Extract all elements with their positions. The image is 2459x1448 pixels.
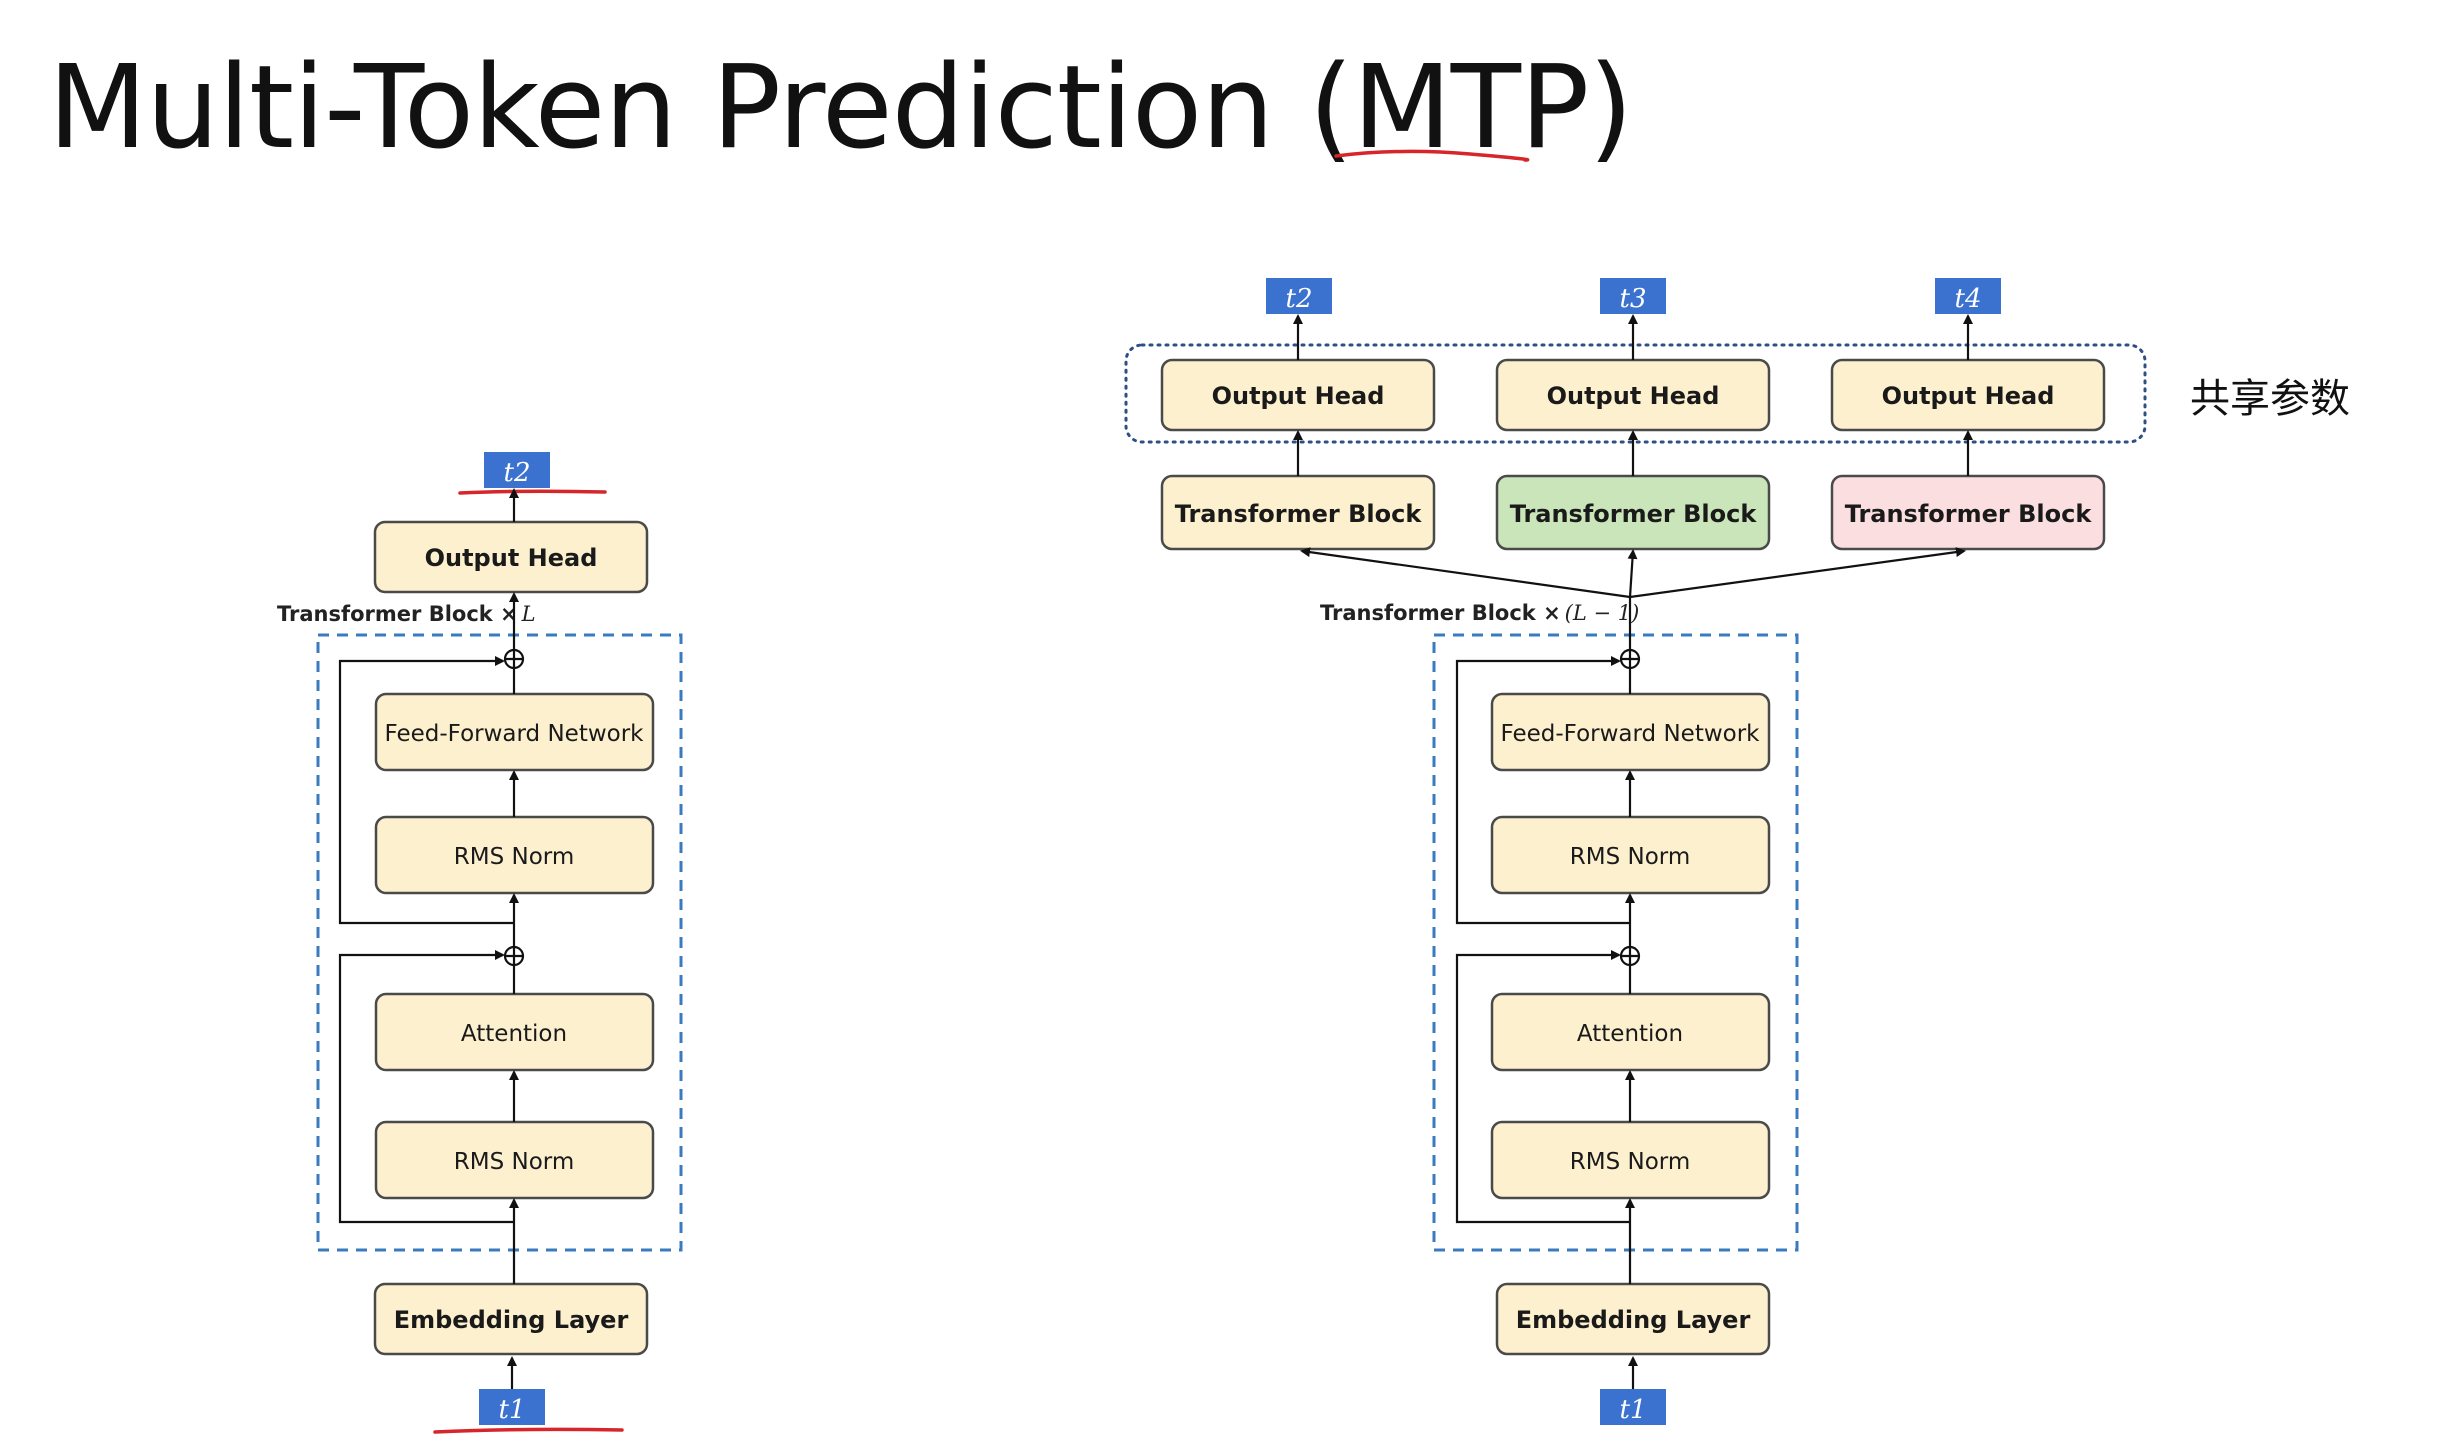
left-rmsnorm-top-label: RMS Norm xyxy=(454,844,574,870)
right-output-head-2-label: Output Head xyxy=(1547,382,1720,410)
right-transformer-block-2-label: Transformer Block xyxy=(1510,500,1758,528)
left-output-head: Output Head xyxy=(373,520,649,594)
right-output-head-3: Output Head xyxy=(1830,358,2106,432)
right-attention-label: Attention xyxy=(1577,1021,1683,1047)
right-transformer-block-3-label: Transformer Block xyxy=(1845,500,2093,528)
right-output-token-3: t4 xyxy=(1935,278,2001,314)
right-diagram: t2 t3 t4 Output Head Output Head Output … xyxy=(1124,278,2350,1425)
right-input-token-label: t1 xyxy=(1620,1395,1647,1425)
right-ffn: Feed-Forward Network xyxy=(1490,692,1771,772)
right-transformer-block-1-label: Transformer Block xyxy=(1175,500,1423,528)
right-transformer-block-1: Transformer Block xyxy=(1160,474,1436,551)
right-output-token-1: t2 xyxy=(1266,278,1332,314)
left-connectors xyxy=(338,488,525,1389)
right-output-token-1-label: t2 xyxy=(1286,284,1313,314)
right-output-head-1: Output Head xyxy=(1160,358,1436,432)
left-rmsnorm-bottom: RMS Norm xyxy=(374,1120,655,1200)
shared-params-label: 共享参数 xyxy=(2190,376,2350,422)
right-output-head-3-label: Output Head xyxy=(1882,382,2055,410)
left-input-token-label: t1 xyxy=(499,1395,526,1425)
right-output-head-1-label: Output Head xyxy=(1212,382,1385,410)
left-rmsnorm-bottom-label: RMS Norm xyxy=(454,1149,574,1175)
right-ffn-label: Feed-Forward Network xyxy=(1500,721,1760,747)
right-embedding: Embedding Layer xyxy=(1495,1282,1771,1356)
right-output-token-3-label: t4 xyxy=(1955,284,1982,314)
left-input-token: t1 xyxy=(479,1389,545,1425)
right-rmsnorm-bottom: RMS Norm xyxy=(1490,1120,1771,1200)
left-input-underline xyxy=(433,1427,624,1434)
left-output-head-label: Output Head xyxy=(425,544,598,572)
right-rmsnorm-top-label: RMS Norm xyxy=(1570,844,1690,870)
right-stack-caption: Transformer Block ×(L − 1) xyxy=(1320,601,1639,625)
right-transformer-stack-border xyxy=(1432,633,1799,1252)
right-attention: Attention xyxy=(1490,992,1771,1072)
left-ffn: Feed-Forward Network xyxy=(374,692,655,772)
left-embedding-label: Embedding Layer xyxy=(394,1306,629,1334)
left-transformer-stack-border xyxy=(316,633,683,1252)
right-embedding-label: Embedding Layer xyxy=(1516,1306,1751,1334)
right-output-token-2: t3 xyxy=(1600,278,1666,314)
right-output-head-2: Output Head xyxy=(1495,358,1771,432)
right-rmsnorm-top: RMS Norm xyxy=(1490,815,1771,895)
right-output-token-2-label: t3 xyxy=(1620,284,1647,314)
left-stack-caption: Transformer Block ×L xyxy=(277,602,536,626)
left-output-underline xyxy=(458,489,607,495)
right-transformer-block-2: Transformer Block xyxy=(1495,474,1771,551)
left-output-token-label: t2 xyxy=(504,458,531,488)
title-underline-annotation xyxy=(1334,149,1530,162)
right-connectors xyxy=(1293,314,1973,1389)
right-transformer-block-3: Transformer Block xyxy=(1830,474,2106,551)
left-attention-label: Attention xyxy=(461,1021,567,1047)
left-embedding: Embedding Layer xyxy=(373,1282,649,1356)
left-rmsnorm-top: RMS Norm xyxy=(374,815,655,895)
right-input-token: t1 xyxy=(1600,1389,1666,1425)
left-ffn-label: Feed-Forward Network xyxy=(384,721,644,747)
shared-params-border xyxy=(1124,343,2147,444)
right-rmsnorm-bottom-label: RMS Norm xyxy=(1570,1149,1690,1175)
left-attention: Attention xyxy=(374,992,655,1072)
left-diagram: t2 Output Head Transformer Block ×L Feed… xyxy=(277,452,683,1434)
left-output-token: t2 xyxy=(484,452,550,488)
